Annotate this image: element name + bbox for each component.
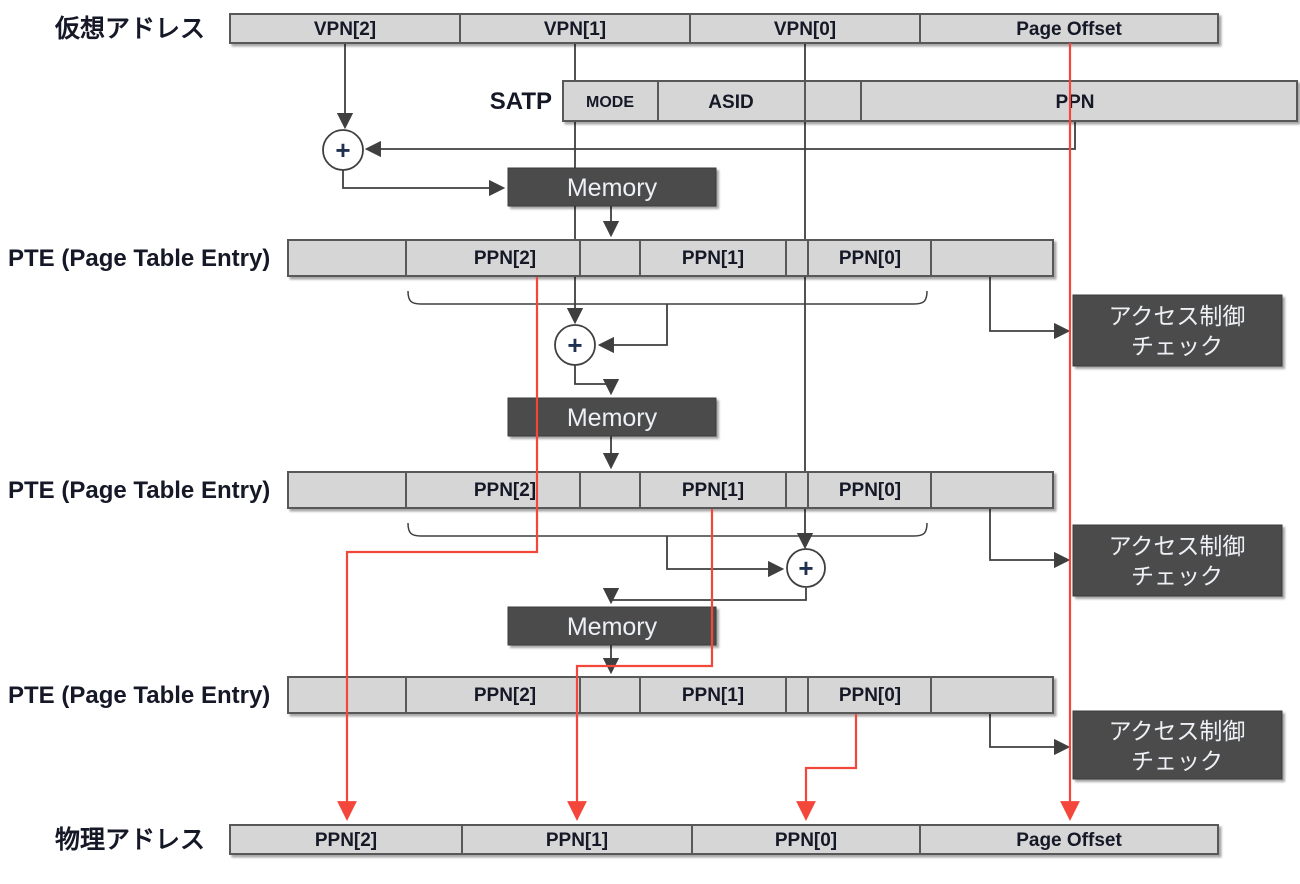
phys-cell-ppn0: PPN[0] bbox=[775, 830, 837, 851]
pte2-cell-ppn2: PPN[2] bbox=[474, 480, 536, 501]
pte2-rect bbox=[287, 471, 1054, 509]
satp-register: SATP MODE ASID PPN bbox=[490, 80, 1298, 122]
memory2-label: Memory bbox=[567, 404, 658, 432]
wire-pte2-to-access-check2 bbox=[989, 508, 1071, 569]
bracket-pte1-ppn-group bbox=[407, 290, 928, 305]
red-path-ppn1 bbox=[567, 509, 714, 821]
memory1-rect bbox=[507, 167, 717, 207]
pte1-cell-ppn1: PPN[1] bbox=[682, 248, 744, 269]
access-check3-line2: チェック bbox=[1131, 748, 1223, 774]
pte3-cell-ppn2: PPN[2] bbox=[474, 685, 536, 706]
wire-pte1-to-adder2 bbox=[597, 304, 668, 354]
memory2-rect bbox=[507, 397, 717, 437]
access-check-box-2: アクセス制御 チェック bbox=[1072, 524, 1283, 597]
memory-box-1: Memory bbox=[507, 167, 717, 207]
wire-satp-ppn-to-adder1 bbox=[364, 121, 1076, 158]
red-path-ppn2 bbox=[337, 277, 539, 821]
pte-row-2: PTE (Page Table Entry) PPN[2] PPN[1] PPN… bbox=[8, 471, 1054, 509]
adder2-circle bbox=[554, 324, 596, 366]
pte1-cell-ppn2: PPN[2] bbox=[474, 248, 536, 269]
pte3-rect bbox=[287, 676, 1054, 714]
adder-1: + bbox=[322, 129, 364, 171]
adder2-plus: + bbox=[567, 330, 582, 360]
red-result-paths bbox=[337, 43, 1080, 821]
wire-adder1-to-memory1 bbox=[342, 170, 506, 197]
access-check1-line1: アクセス制御 bbox=[1109, 303, 1246, 329]
satp-cell-asid: ASID bbox=[708, 92, 753, 113]
adder-3: + bbox=[786, 548, 826, 588]
phys-cell-ppn1: PPN[1] bbox=[546, 830, 608, 851]
memory-box-3: Memory bbox=[507, 606, 717, 646]
cell-vpn0: VPN[0] bbox=[774, 19, 836, 40]
pte-row-3: PTE (Page Table Entry) PPN[2] PPN[1] PPN… bbox=[8, 676, 1054, 714]
memory-box-2: Memory bbox=[507, 397, 717, 437]
access-check-box-3: アクセス制御 チェック bbox=[1072, 710, 1283, 780]
adder3-circle bbox=[786, 548, 826, 588]
red-path-ppn0 bbox=[796, 714, 858, 821]
pte1-label: PTE (Page Table Entry) bbox=[8, 245, 270, 272]
wire-pte2-to-adder3 bbox=[666, 536, 785, 578]
access-check-box-1: アクセス制御 チェック bbox=[1072, 294, 1283, 367]
satp-rect bbox=[562, 80, 1298, 122]
access-check1-rect bbox=[1072, 294, 1283, 367]
memory3-rect bbox=[507, 606, 717, 646]
wire-pte3-to-access-check3 bbox=[989, 713, 1071, 756]
wire-adder2-to-memory2 bbox=[574, 365, 620, 396]
memory3-label: Memory bbox=[567, 613, 658, 641]
wire-adder3-to-memory3 bbox=[602, 588, 807, 605]
pte3-cell-ppn0: PPN[0] bbox=[839, 685, 901, 706]
bracket-pte2-ppn-group bbox=[407, 522, 928, 537]
pte2-cell-ppn0: PPN[0] bbox=[839, 480, 901, 501]
satp-cell-ppn: PPN bbox=[1055, 92, 1094, 113]
access-check2-line2: チェック bbox=[1131, 563, 1223, 589]
adder-2: + bbox=[554, 324, 596, 366]
pte2-label: PTE (Page Table Entry) bbox=[8, 477, 270, 504]
pte-row-1: PTE (Page Table Entry) PPN[2] PPN[1] PPN… bbox=[8, 239, 1054, 277]
physical-address-label: 物理アドレス bbox=[55, 826, 205, 854]
satp-label: SATP bbox=[490, 88, 552, 115]
access-check3-rect bbox=[1072, 710, 1283, 780]
access-check1-line2: チェック bbox=[1131, 333, 1223, 359]
adder1-plus: + bbox=[335, 135, 350, 165]
cell-page-offset: Page Offset bbox=[1016, 19, 1122, 40]
adder3-plus: + bbox=[798, 553, 813, 583]
virtual-address-rect bbox=[229, 13, 1219, 44]
pte3-cell-ppn1: PPN[1] bbox=[682, 685, 744, 706]
phys-cell-ppn2: PPN[2] bbox=[315, 830, 377, 851]
access-check3-line1: アクセス制御 bbox=[1109, 718, 1246, 744]
pte2-cell-ppn1: PPN[1] bbox=[682, 480, 744, 501]
pte1-cell-ppn0: PPN[0] bbox=[839, 248, 901, 269]
access-check2-line1: アクセス制御 bbox=[1109, 533, 1246, 559]
cell-vpn2: VPN[2] bbox=[314, 19, 376, 40]
physical-address-bar: 物理アドレス PPN[2] PPN[1] PPN[0] Page Offset bbox=[55, 824, 1219, 855]
virtual-address-bar: 仮想アドレス VPN[2] VPN[1] VPN[0] Page Offset bbox=[54, 13, 1219, 44]
physical-address-rect bbox=[229, 824, 1219, 855]
wire-pte1-to-access-check1 bbox=[989, 276, 1071, 340]
satp-cell-mode: MODE bbox=[586, 94, 634, 111]
phys-cell-page-offset: Page Offset bbox=[1016, 830, 1122, 851]
pte3-label: PTE (Page Table Entry) bbox=[8, 682, 270, 709]
memory1-label: Memory bbox=[567, 174, 658, 202]
pte1-rect bbox=[287, 239, 1054, 277]
access-check2-rect bbox=[1072, 524, 1283, 597]
adder1-circle bbox=[322, 129, 364, 171]
virtual-address-label: 仮想アドレス bbox=[54, 15, 205, 43]
cell-vpn1: VPN[1] bbox=[544, 19, 606, 40]
